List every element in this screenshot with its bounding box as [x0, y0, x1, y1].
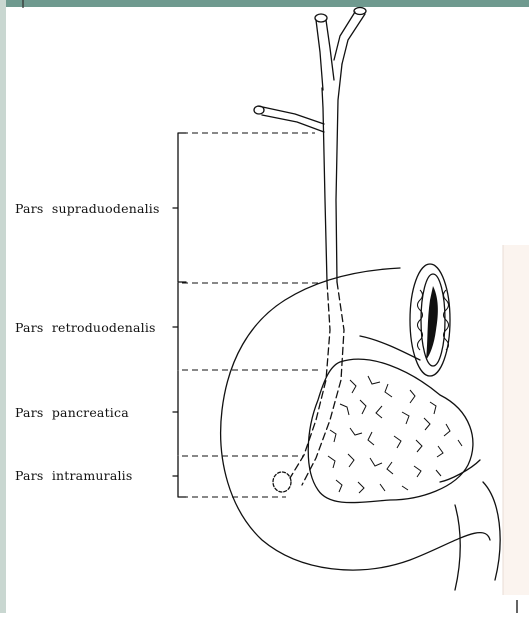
duct-dashed-retro: [290, 282, 344, 485]
hepatic-duct-end-right: [354, 8, 366, 15]
right-panel: [503, 245, 529, 595]
hepatic-duct-right: [334, 12, 365, 64]
duodenum-tail: [455, 482, 500, 590]
cystic-duct-end: [254, 106, 264, 114]
bracket-retroduodenalis: [173, 283, 178, 370]
cystic-duct: [258, 106, 324, 132]
label-pars-pancreatica: Pars pancreatica: [15, 405, 129, 420]
duodenum-lumen: [426, 286, 438, 360]
common-hepatic-duct: [322, 64, 342, 282]
hepatic-duct-left: [316, 20, 334, 90]
papilla: [273, 472, 291, 492]
bracket-pancreatica: [173, 371, 178, 455]
label-pars-supraduodenalis: Pars supraduodenalis: [15, 201, 160, 216]
hepatic-duct-end-left: [315, 14, 327, 22]
bracket-intramuralis: [173, 456, 186, 497]
pancreas-head: [308, 359, 473, 502]
top-frame-bar: [0, 0, 529, 7]
pancreas-texture: [328, 376, 462, 493]
label-pars-intramuralis: Pars intramuralis: [15, 468, 132, 483]
bracket-supraduodenalis: [173, 133, 186, 282]
duodenum-inner-lower: [440, 460, 480, 482]
label-pars-retroduodenalis: Pars retroduodenalis: [15, 320, 156, 335]
left-frame-bar: [0, 0, 6, 613]
